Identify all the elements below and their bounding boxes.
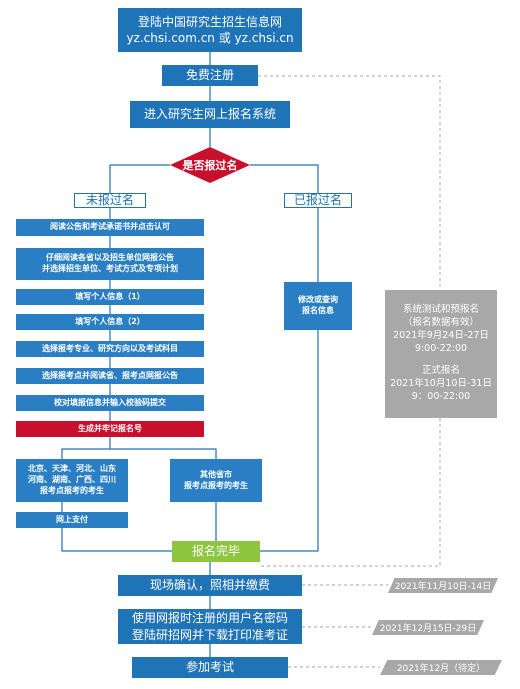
- step-read-provincial-notice: 仔细阅读各省以及招生单位网报公告 并选择招生单位、考试方式及专项计划: [16, 248, 204, 280]
- header-line-1: 登陆中国研究生招生信息网: [137, 14, 282, 29]
- step-select-exam-site: 选择报考点并阅读省、报考点网报公告: [16, 368, 204, 384]
- modify-query-box: 修改或查询 报名信息: [284, 282, 352, 330]
- step-read-announcement: 阅读公告和考试承诺书并点击认可: [16, 219, 204, 236]
- complete-box: 报名完毕: [172, 541, 260, 562]
- header-box: 登陆中国研究生招生信息网 yz.chsi.com.cn 或 yz.chsi.cn: [118, 8, 302, 52]
- schedule-formal-title: 正式报名: [421, 365, 460, 377]
- print-date-tag: 2021年12月15日-29日: [372, 620, 484, 635]
- onsite-date-tag: 2021年11月10日-14日: [388, 578, 498, 593]
- region-b-box: 其他省市 报考点报考的考生: [170, 459, 262, 502]
- schedule-test-date: 2021年9月24日-27日: [393, 329, 489, 341]
- print-line-1: 使用网报时注册的用户名密码: [131, 611, 288, 626]
- step-personal-info-1: 填写个人信息（1）: [16, 289, 204, 305]
- modify-query-line-1: 修改或查询: [298, 295, 338, 305]
- decision-diamond: [170, 147, 250, 183]
- region-a-line-2: 河南、湖南、广西、四川: [28, 475, 116, 485]
- exam-date-tag: 2021年12月（待定）: [380, 660, 502, 675]
- header-line-2: yz.chsi.com.cn 或 yz.chsi.cn: [126, 31, 294, 45]
- branch-yes-box: 已报过名: [284, 193, 352, 208]
- step-personal-info-2: 填写个人信息（2）: [16, 314, 204, 330]
- step-read-provincial-line-2: 并选择招生单位、考试方式及专项计划: [42, 264, 178, 273]
- region-a-line-3: 报考点报考的考生: [40, 485, 104, 495]
- region-a-box: 北京、天津、河北、山东 河南、湖南、广西、四川 报考点报考的考生: [16, 459, 128, 502]
- register-box: 免费注册: [162, 65, 258, 86]
- exam-box: 参加考试: [132, 657, 288, 678]
- region-b-line-1: 其他省市: [200, 469, 232, 479]
- online-payment-box: 网上支付: [16, 512, 128, 528]
- generate-number-box: 生成并牢记报名号: [16, 421, 204, 437]
- schedule-panel: 系统测试和预报名 （报名数据有效） 2021年9月24日-27日 9:00-22…: [385, 290, 497, 418]
- region-a-line-1: 北京、天津、河北、山东: [28, 464, 116, 474]
- branch-no-box: 未报过名: [74, 193, 146, 208]
- decision-label: 是否报过名: [182, 159, 238, 172]
- step-verify-submit: 校对填报信息并输入校验码提交: [16, 395, 204, 411]
- print-box: 使用网报时注册的用户名密码 登陆研招网并下载打印准考证: [118, 609, 302, 644]
- region-b-line-2: 报考点报考的考生: [184, 480, 248, 490]
- print-line-2: 登陆研招网并下载打印准考证: [131, 627, 288, 642]
- schedule-test-note: （报名数据有效）: [402, 316, 479, 328]
- enter-system-box: 进入研究生网上报名系统: [130, 101, 290, 128]
- schedule-formal-date: 2021年10月10日-31日: [390, 378, 492, 390]
- step-select-major: 选择报考专业、研究方向以及考试科目: [16, 341, 204, 357]
- onsite-box: 现场确认，照相并缴费: [118, 575, 302, 596]
- schedule-test-time: 9:00-22:00: [414, 342, 468, 354]
- modify-query-line-2: 报名信息: [302, 306, 334, 315]
- schedule-test-title: 系统测试和预报名: [402, 304, 479, 316]
- schedule-formal-time: 9：00-22:00: [411, 391, 471, 403]
- step-read-provincial-line-1: 仔细阅读各省以及招生单位网报公告: [46, 253, 174, 263]
